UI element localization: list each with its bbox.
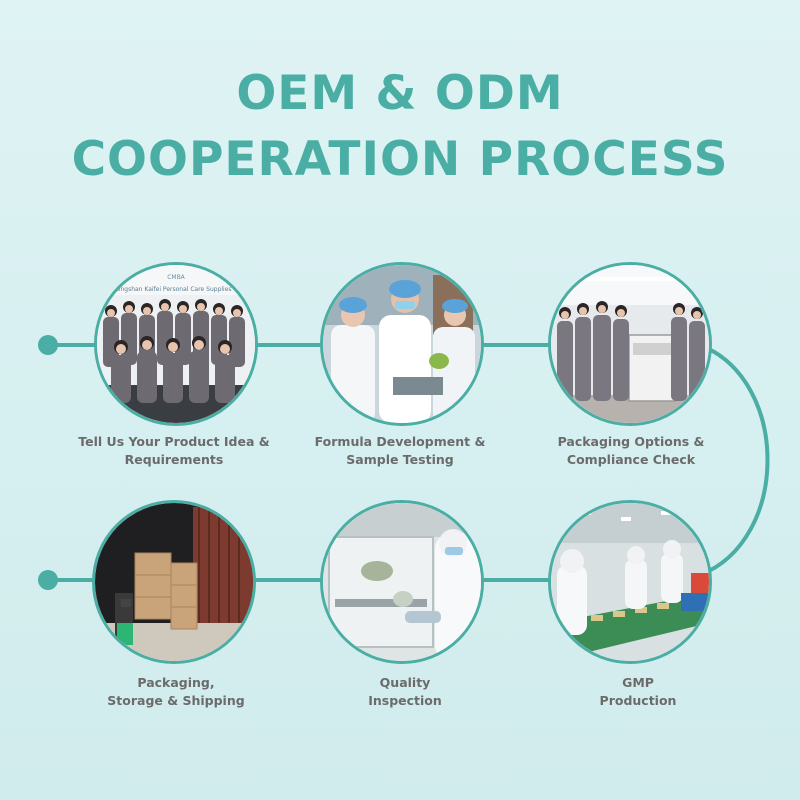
start-dot	[38, 335, 58, 355]
sign-logo-text: CMBA	[167, 274, 185, 281]
step-1-caption: Tell Us Your Product Idea & Requirements	[74, 433, 274, 469]
office-team-photo	[548, 262, 712, 426]
step-5-caption: Quality Inspection	[305, 674, 505, 710]
title-line-1: OEM & ODM	[236, 66, 564, 121]
step-4-caption: GMP Production	[538, 674, 738, 710]
step-6-caption: Packaging, Storage & Shipping	[76, 674, 276, 710]
sign-company-name: Zhongshan Kaifei Personal Care Supplies …	[109, 286, 243, 293]
step-2-caption-line-1: Formula Development &	[314, 434, 486, 449]
step-2-caption: Formula Development & Sample Testing	[300, 433, 500, 469]
step-3-caption-line-2: Compliance Check	[566, 452, 696, 467]
step-1-caption-line-2: Requirements	[124, 452, 224, 467]
title-line-2: COOPERATION PROCESS	[71, 132, 729, 187]
team-photo: CMBA Zhongshan Kaifei Personal Care Supp…	[94, 262, 258, 426]
step-6-caption-line-1: Packaging,	[137, 675, 215, 690]
lab-photo	[320, 262, 484, 426]
step-6-caption-line-2: Storage & Shipping	[107, 693, 245, 708]
step-4-caption-line-2: Production	[599, 693, 677, 708]
production-line-photo	[548, 500, 712, 664]
step-2-caption-line-2: Sample Testing	[346, 452, 454, 467]
step-5-caption-line-1: Quality	[379, 675, 431, 690]
step-3-caption: Packaging Options & Compliance Check	[531, 433, 731, 469]
step-5-caption-line-2: Inspection	[368, 693, 442, 708]
warehouse-photo	[92, 500, 256, 664]
end-dot	[38, 570, 58, 590]
inspection-photo	[320, 500, 484, 664]
step-4-caption-line-1: GMP	[622, 675, 654, 690]
step-3-caption-line-1: Packaging Options &	[557, 434, 705, 449]
step-1-caption-line-1: Tell Us Your Product Idea &	[78, 434, 270, 449]
